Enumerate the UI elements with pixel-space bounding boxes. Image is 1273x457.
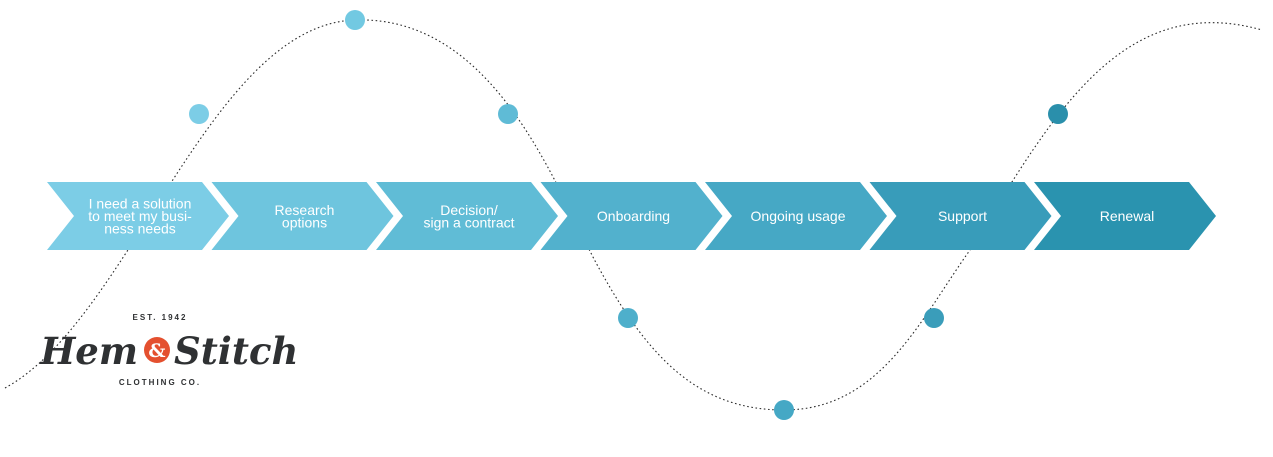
curve-marker-dot	[1048, 104, 1068, 124]
logo-tagline: CLOTHING CO.	[119, 378, 201, 387]
journey-stage-chevron	[705, 182, 887, 250]
journey-stage: Renewal	[1034, 182, 1216, 250]
journey-stage-label: ness needs	[104, 221, 176, 237]
curve-marker-dot	[774, 400, 794, 420]
journey-stage-label: sign a contract	[423, 214, 514, 230]
journey-stage-chevron	[869, 182, 1052, 250]
logo-word-right: Stitch	[174, 329, 298, 373]
journey-stage: Decision/sign a contract	[376, 182, 558, 250]
journey-wave-curve	[4, 19, 1263, 411]
journey-stage: Onboarding	[540, 182, 723, 250]
journey-stage-chevron	[1034, 182, 1216, 250]
logo-established: EST. 1942	[133, 313, 188, 322]
hem-and-stitch-logo: EST. 1942 Hem & Stitch CLOTHING CO.	[39, 313, 298, 387]
journey-stage-label: to meet my busi-	[88, 208, 192, 224]
journey-stage: Support	[869, 182, 1052, 250]
journey-stage-label: Renewal	[1100, 208, 1154, 224]
journey-stage-chevron	[211, 182, 394, 250]
journey-stage-label: Support	[938, 208, 987, 224]
journey-stage: Ongoing usage	[705, 182, 887, 250]
journey-stage-label: I need a solution	[89, 196, 192, 212]
journey-stage-chevron	[47, 182, 229, 250]
journey-stage-chevron	[376, 182, 558, 250]
logo-ampersand-badge	[144, 337, 170, 363]
curve-marker-dot	[618, 308, 638, 328]
journey-stage-chevron	[540, 182, 723, 250]
curve-marker-dot	[924, 308, 944, 328]
logo-ampersand: &	[148, 340, 165, 362]
curve-marker-dot	[498, 104, 518, 124]
journey-stage-label: Onboarding	[597, 208, 670, 224]
curve-marker-layer	[189, 10, 1068, 420]
journey-stage-label: Research	[275, 202, 335, 218]
logo-word-left: Hem	[39, 329, 138, 373]
curve-marker-dot	[189, 104, 209, 124]
journey-stage-label: options	[282, 214, 327, 230]
journey-stage-label: Ongoing usage	[751, 208, 846, 224]
journey-stage-label: Decision/	[440, 202, 498, 218]
curve-marker-dot	[345, 10, 365, 30]
